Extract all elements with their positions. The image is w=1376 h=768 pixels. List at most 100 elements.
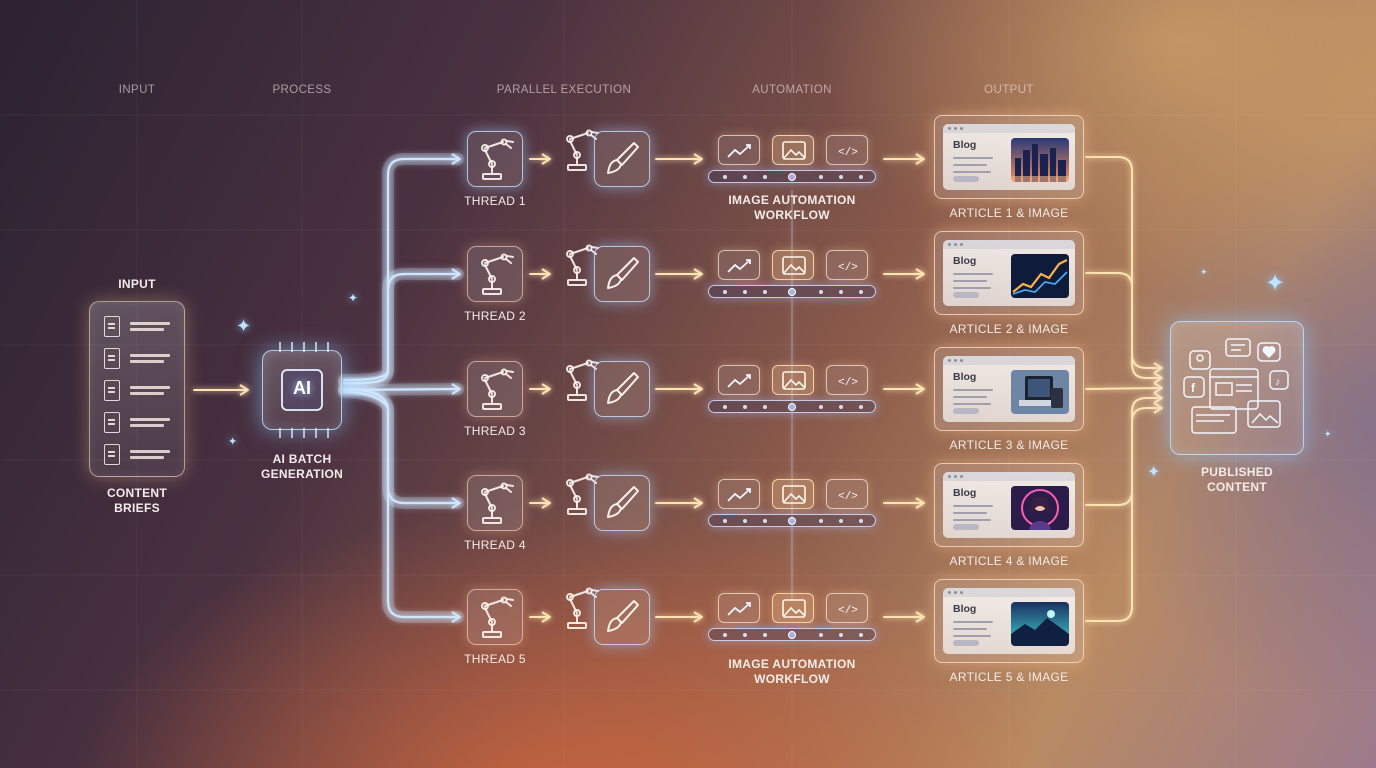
arrow-article-to-output — [1085, 272, 1161, 379]
document-icon — [104, 316, 120, 337]
text-line — [953, 389, 993, 391]
code-icon: </> — [826, 250, 868, 280]
arrow-head — [693, 497, 703, 509]
robot-arm-box — [467, 589, 523, 645]
text-line — [953, 505, 993, 507]
text-line — [953, 164, 987, 166]
robot-arm-icon — [556, 585, 606, 633]
browser-window: Blog — [943, 472, 1075, 538]
output-caption: PUBLISHED CONTENT — [1200, 465, 1274, 494]
document-text-line — [130, 392, 164, 395]
fan-arrow-glow — [338, 268, 464, 390]
arrow-head — [915, 153, 925, 165]
thumbnail-landscape — [1011, 602, 1069, 646]
chat-icon — [1224, 337, 1251, 357]
heart-icon — [1256, 341, 1281, 362]
browser-window: Blog — [943, 356, 1075, 422]
arrow-head — [451, 153, 461, 165]
text-line — [953, 621, 993, 623]
svg-text:</>: </> — [838, 377, 858, 389]
workflow-label-bottom: IMAGE AUTOMATION WORKFLOW — [728, 657, 856, 686]
line-chart-icon — [718, 365, 760, 395]
social-icons: f ♪ — [1182, 337, 1289, 434]
line-chart-icon — [718, 135, 760, 165]
blog-title: Blog — [953, 255, 977, 267]
arrow-head — [1153, 382, 1163, 394]
arrow-article-to-output — [1085, 156, 1161, 369]
document-text-line — [130, 354, 170, 357]
article-label: ARTICLE 5 & IMAGE — [949, 670, 1069, 684]
conveyor-belt — [708, 170, 876, 183]
arrow-head — [1153, 372, 1163, 384]
code-icon: </> — [826, 593, 868, 623]
paintbrush-icon — [594, 361, 650, 422]
document-icon — [104, 444, 120, 465]
robot-arm-icon — [471, 251, 521, 304]
text-line — [953, 512, 987, 514]
text-line — [953, 403, 991, 405]
input-caption: CONTENT BRIEFS — [106, 486, 168, 515]
image-icon — [772, 593, 814, 623]
image-icon — [1246, 399, 1281, 428]
arrow-article-to-output — [1085, 387, 1161, 390]
arrow-head — [693, 383, 703, 395]
conveyor-belt — [708, 400, 876, 413]
thread-label: THREAD 1 — [464, 194, 526, 208]
robot-arm-icon — [471, 594, 521, 647]
arrow-article-to-output — [1085, 407, 1161, 622]
document-icon — [104, 348, 120, 369]
article-card: Blog — [934, 347, 1084, 431]
arrow-head — [693, 153, 703, 165]
text-line — [953, 157, 993, 159]
code-icon: </> — [826, 135, 868, 165]
document-text-line — [130, 450, 170, 453]
arrow-head — [693, 268, 703, 280]
read-more-button — [953, 640, 979, 646]
fan-arrow — [342, 390, 460, 619]
published-content-panel: f ♪ — [1170, 321, 1304, 455]
text-line — [953, 396, 987, 398]
sparkle-icon: ✦ — [1265, 270, 1286, 297]
robot-arm-box — [467, 131, 523, 187]
fan-arrow — [342, 272, 460, 385]
arrow-head — [915, 611, 925, 623]
sparkle-icon: ✦ — [228, 436, 238, 448]
image-icon — [772, 365, 814, 395]
header-output: OUTPUT — [984, 84, 1034, 96]
document-text-line — [130, 386, 170, 389]
document-text-line — [130, 424, 164, 427]
thumbnail-city-skyline — [1011, 138, 1069, 182]
robot-arm-icon — [556, 471, 606, 519]
line-chart-icon — [718, 250, 760, 280]
arrow-head — [451, 383, 461, 395]
document-text-line — [130, 360, 164, 363]
sparkle-icon: ✦ — [1200, 267, 1208, 277]
svg-text:</>: </> — [838, 491, 858, 503]
arrow-head — [239, 384, 249, 396]
document-text-line — [130, 456, 164, 459]
arrow-head — [541, 497, 551, 509]
text-line — [953, 273, 993, 275]
arrow-head — [451, 497, 461, 509]
header-automation: AUTOMATION — [752, 84, 832, 96]
robot-arm-icon — [556, 127, 606, 175]
arrow-head — [915, 383, 925, 395]
document-icon — [104, 412, 120, 433]
paintbrush-icon — [594, 589, 650, 650]
svg-text:♪: ♪ — [1275, 376, 1281, 388]
text-line — [953, 280, 987, 282]
arrow-head — [915, 268, 925, 280]
sparkle-icon: ✦ — [348, 291, 359, 305]
article-label: ARTICLE 3 & IMAGE — [949, 438, 1069, 452]
article-label: ARTICLE 4 & IMAGE — [949, 554, 1069, 568]
svg-text:</>: </> — [838, 605, 858, 617]
input-title: INPUT — [118, 277, 156, 291]
arrow-head — [1153, 392, 1163, 404]
paintbrush-box — [594, 589, 650, 645]
sparkle-icon: ✦ — [1324, 429, 1332, 439]
blog-title: Blog — [953, 487, 977, 499]
arrow-head — [451, 611, 461, 623]
robot-arm-icon — [471, 366, 521, 419]
thumbnail-growth-chart — [1011, 254, 1069, 298]
thread-label: THREAD 3 — [464, 424, 526, 438]
